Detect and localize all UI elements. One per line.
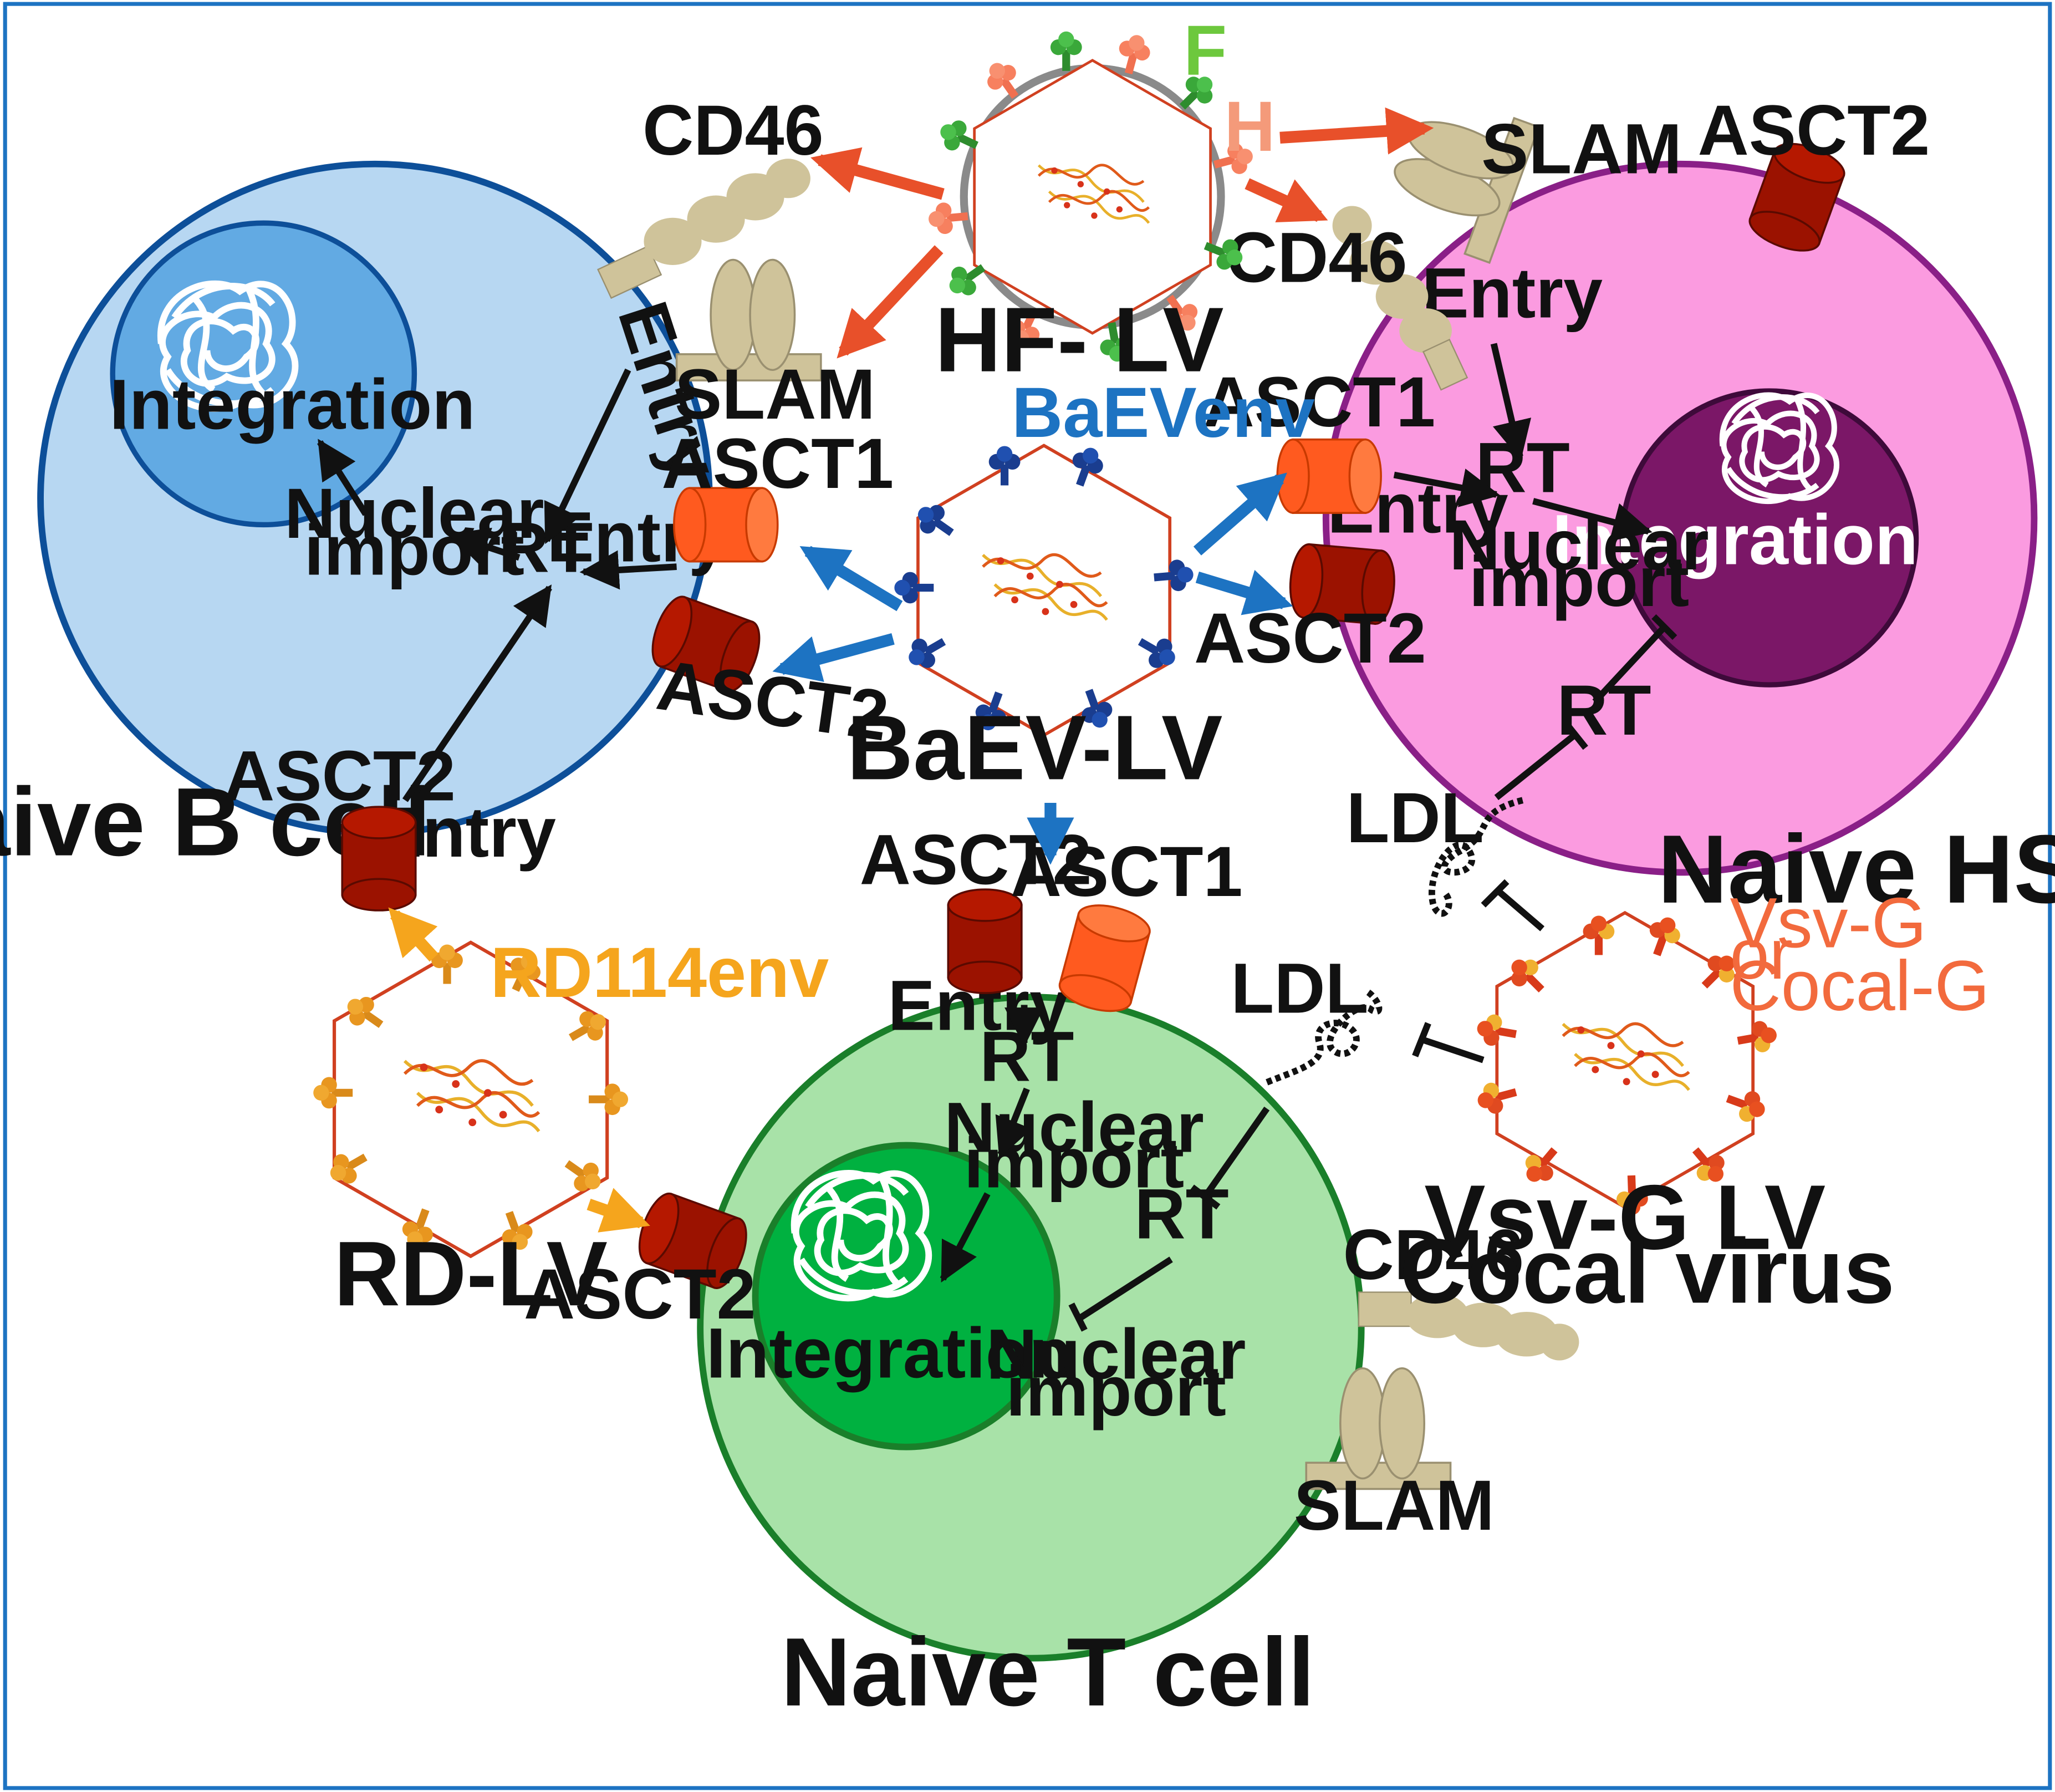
t-nuclear-label: Nuclear — [944, 1088, 1204, 1167]
t-asct2-left-label: ASCT2 — [524, 1255, 756, 1334]
t-integration-label: Integration — [706, 1314, 1072, 1393]
hsc-cd46-receptor — [1332, 206, 1468, 391]
rd-lv-label: RD-LV — [334, 1223, 608, 1325]
hsc-slam-label: SLAM — [1481, 109, 1682, 189]
b-asct2-bottom-receptor — [341, 806, 417, 912]
f-envelope-label: F — [1184, 11, 1227, 90]
t-import-block-label: import — [1006, 1352, 1226, 1431]
hsc-asct1-label: ASCT1 — [1204, 363, 1436, 442]
hsc-cell: Integration Entry RT Entry Nuclear impor… — [1194, 91, 2055, 924]
hf-lv-label: HF- LV — [935, 289, 1223, 391]
vsv-g-lv-label: Vsv-G LV — [1424, 1166, 1825, 1269]
vsvg-envelope-label-3: Cocal-G — [1730, 946, 1990, 1026]
b-cd46-label: CD46 — [642, 91, 824, 170]
h-envelope-label: H — [1224, 87, 1275, 166]
hf-lv-virus — [927, 31, 1257, 364]
rd114env-label: RD114env — [490, 933, 829, 1012]
hsc-slam-receptor — [1394, 116, 1541, 264]
baevenv-label: BaEVenv — [1012, 373, 1315, 452]
hsc-nuclear-label: Nuclear — [1449, 506, 1709, 585]
t-cd46-label: CD46 — [1343, 1215, 1524, 1295]
b-asct1-label: ASCT1 — [661, 424, 894, 503]
hsc-name: Naive HSC — [1658, 816, 2055, 924]
t-cell-name: Naive T cell — [781, 1618, 1314, 1727]
cocal-virus-label: Cocal virus — [1400, 1220, 1895, 1322]
t-cd46-receptor — [1358, 1291, 1579, 1361]
hsc-asct2-top-label: ASCT2 — [1698, 91, 1930, 170]
b-cd46-receptor — [597, 159, 810, 299]
hsc-asct2-label: ASCT2 — [1194, 599, 1426, 678]
b-slam-label: SLAM — [675, 355, 875, 434]
t-nuclear-block-label: Nuclear — [986, 1315, 1246, 1394]
b-asct2-bottom-label: ASCT2 — [223, 736, 456, 816]
t-ldl-label: LDL — [1231, 949, 1368, 1029]
hsc-ldl-label: LDL — [1346, 778, 1483, 858]
vsvg-envelope-label-1: Vsv-G — [1730, 883, 1927, 963]
b-nuclear-label: Nuclear — [284, 474, 544, 553]
t-ldl-receptor — [1266, 987, 1383, 1086]
b-cell: Integration Nuclear import RT Entry Entr… — [0, 91, 894, 912]
hsc-entry-label-1: Entry — [1421, 254, 1603, 333]
hsc-cd46-label: CD46 — [1226, 218, 1408, 298]
t-cell-nucleus — [752, 1142, 1060, 1450]
hsc-ldl-receptor — [1429, 797, 1524, 917]
vsvg-envelope-label-2: or — [1730, 915, 1793, 994]
baev-lv-label: BaEV-LV — [847, 696, 1223, 799]
t-slam-label: SLAM — [1294, 1466, 1495, 1545]
b-integration-label: Integration — [109, 365, 475, 445]
hsc-import-label: import — [1469, 542, 1689, 622]
